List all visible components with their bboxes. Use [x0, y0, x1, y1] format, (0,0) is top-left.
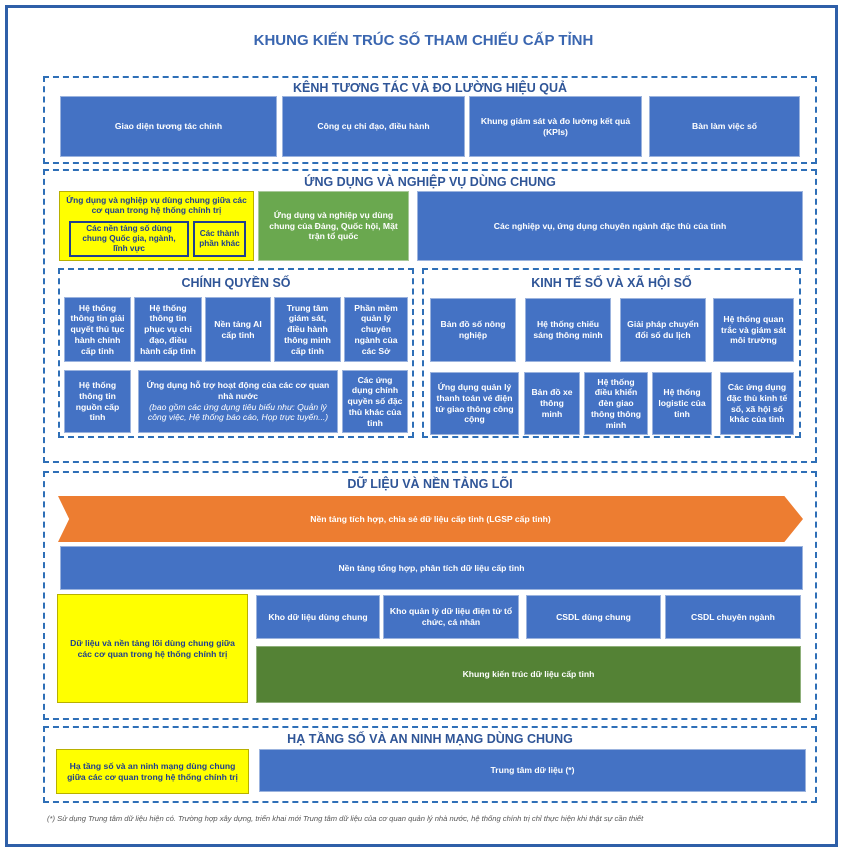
- ha-tang-dung-chung: Hạ tầng số và an ninh mạng dùng chung gi…: [56, 749, 249, 794]
- kinh-te-so: KINH TẾ SỐ VÀ XÃ HỘI SỐ: [422, 268, 801, 438]
- cq-chi-dao-dieu-hanh: Hệ thống thông tin phục vụ chỉ đạo, điều…: [134, 297, 202, 362]
- kho-quan-ly-du-lieu: Kho quản lý dữ liệu điện tử tổ chức, cá …: [383, 595, 519, 639]
- section-ung-dung: ỨNG DỤNG VÀ NGHIỆP VỤ DÙNG CHUNG: [43, 169, 817, 463]
- kt-thanh-toan-ve: Ứng dụng quản lý thanh toán vé điện tử g…: [430, 372, 519, 435]
- section-ha-tang-title: HẠ TẦNG SỐ VÀ AN NINH MẠNG DÙNG CHUNG: [287, 732, 573, 746]
- kenh-item-cong-cu: Công cụ chỉ đạo, điều hành: [282, 96, 465, 157]
- kho-du-lieu-dung-chung: Kho dữ liệu dùng chung: [256, 595, 380, 639]
- section-du-lieu: DỮ LIỆU VÀ NỀN TẢNG LÕI: [43, 471, 817, 720]
- trung-tam-du-lieu: Trung tâm dữ liệu (*): [259, 749, 806, 792]
- khung-kien-truc-du-lieu: Khung kiến trúc dữ liệu cấp tỉnh: [256, 646, 801, 703]
- nen-tang-quoc-gia: Các nền tảng số dùng chung Quốc gia, ngà…: [69, 221, 189, 257]
- section-kenh-title: KÊNH TƯƠNG TÁC VÀ ĐO LƯỜNG HIỆU QUẢ: [292, 81, 567, 95]
- cq-trung-tam-giam-sat: Trung tâm giám sát, điều hành thông minh…: [274, 297, 341, 362]
- kenh-item-kpis: Khung giám sát và đo lường kết quả (KPIs…: [469, 96, 642, 157]
- kt-dac-thu-khac: Các ứng dụng đặc thù kinh tế số, xã hội …: [720, 372, 794, 435]
- csdl-dung-chung: CSDL dùng chung: [526, 595, 661, 639]
- cq-thong-tin-nguon: Hệ thống thông tin nguồn cấp tỉnh: [64, 370, 131, 433]
- cq-ho-tro-note: (bao gồm các ứng dụng tiêu biểu như: Quả…: [147, 401, 329, 423]
- kenh-item-giao-dien: Giao diện tương tác chính: [60, 96, 277, 157]
- kt-chieu-sang: Hệ thống chiếu sáng thông minh: [525, 298, 611, 362]
- ung-dung-dang: Ứng dụng và nghiệp vụ dùng chung của Đản…: [258, 191, 409, 261]
- section-ha-tang: HẠ TẦNG SỐ VÀ AN NINH MẠNG DÙNG CHUNG: [43, 726, 817, 803]
- du-lieu-dung-chung: Dữ liệu và nền tảng lõi dùng chung giữa …: [57, 594, 248, 703]
- tong-hop-phan-tich: Nền tảng tổng hợp, phân tích dữ liệu cấp…: [60, 546, 803, 590]
- section-kenh: KÊNH TƯƠNG TÁC VÀ ĐO LƯỜNG HIỆU QUẢ: [43, 76, 817, 164]
- page-title: KHUNG KIẾN TRÚC SỐ THAM CHIẾU CẤP TỈNH: [253, 32, 594, 49]
- kt-ban-do-nong-nghiep: Bản đồ số nông nghiệp: [430, 298, 516, 362]
- ung-dung-dac-thu: Các nghiệp vụ, ứng dụng chuyên ngành đặc…: [417, 191, 803, 261]
- kt-den-giao-thong: Hệ thống điều khiển đèn giao thông thông…: [584, 372, 648, 435]
- kt-logistic: Hệ thống logistic của tỉnh: [652, 372, 712, 435]
- cq-nen-tang-ai: Nền tảng AI cấp tỉnh: [205, 297, 271, 362]
- thanh-phan-khac: Các thành phần khác: [193, 221, 246, 257]
- cq-phan-mem-so: Phần mềm quản lý chuyên ngành của các Sở: [344, 297, 408, 362]
- csdl-chuyen-nganh: CSDL chuyên ngành: [665, 595, 801, 639]
- kenh-item-ban-lam-viec: Bàn làm việc số: [649, 96, 800, 157]
- kt-du-lich: Giải pháp chuyển đổi số du lịch: [620, 298, 706, 362]
- cq-ho-tro-label: Ứng dụng hỗ trợ hoạt động của các cơ qua…: [146, 380, 330, 401]
- cq-dac-thu-khac: Các ứng dụng chính quyền số đặc thù khác…: [342, 370, 408, 433]
- chinh-quyen-so: CHÍNH QUYỀN SỐ: [58, 268, 414, 438]
- lgsp-platform: Nền tảng tích hợp, chia sẻ dữ liệu cấp t…: [58, 496, 803, 542]
- section-ung-dung-title: ỨNG DỤNG VÀ NGHIỆP VỤ DÙNG CHUNG: [304, 175, 556, 189]
- section-du-lieu-title: DỮ LIỆU VÀ NỀN TẢNG LÕI: [347, 477, 513, 491]
- outer-frame: [5, 5, 838, 847]
- chinh-quyen-so-title: CHÍNH QUYỀN SỐ: [181, 276, 291, 290]
- cq-thu-tuc-hanh-chinh: Hệ thống thông tin giải quyết thủ tục hà…: [64, 297, 131, 362]
- kinh-te-so-title: KINH TẾ SỐ VÀ XÃ HỘI SỐ: [531, 276, 692, 290]
- kt-ban-do-xe: Bản đồ xe thông minh: [524, 372, 580, 435]
- kt-moi-truong: Hệ thống quan trắc và giám sát môi trườn…: [713, 298, 794, 362]
- footnote: (*) Sử dụng Trung tâm dữ liệu hiện có. T…: [47, 814, 644, 823]
- cq-ho-tro-hoat-dong: Ứng dụng hỗ trợ hoạt động của các cơ qua…: [138, 370, 338, 433]
- ung-dung-chung-co-quan-label: Ứng dụng và nghiệp vụ dùng chung giữa cá…: [66, 195, 247, 216]
